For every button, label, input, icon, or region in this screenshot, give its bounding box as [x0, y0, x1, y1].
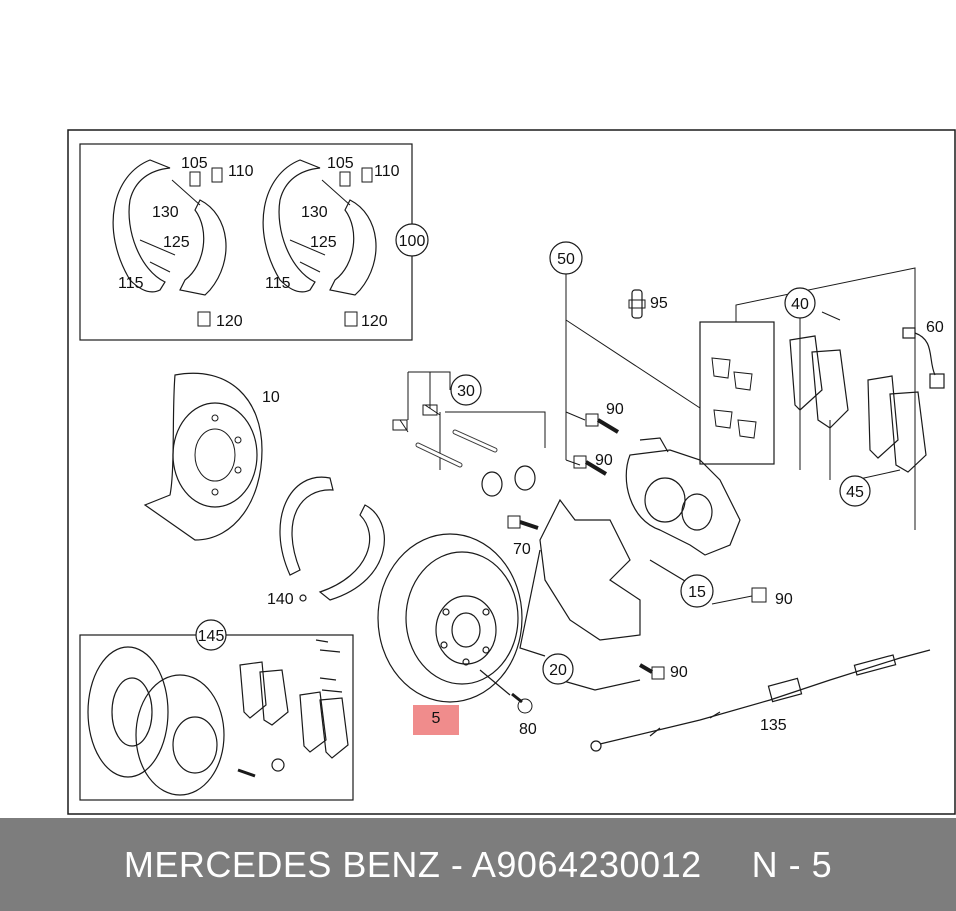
pad-wear-sensor	[902, 327, 945, 389]
callout-90-middle: 90	[595, 452, 613, 469]
callout-90-upper: 90	[606, 401, 624, 418]
callout-90-lower: 90	[670, 664, 688, 681]
callout-105-right: 105	[327, 155, 354, 172]
highlighted-part-label: 5	[432, 710, 441, 727]
parts-diagram: 105 110 130 125 115 120 105 110 130 125 …	[67, 129, 956, 815]
callout-50: 50	[557, 251, 575, 268]
callout-110-right: 110	[374, 163, 400, 180]
caliper-mounting-bolts	[573, 413, 620, 476]
highlighted-part-marker	[413, 705, 459, 735]
callout-20: 20	[549, 662, 567, 679]
callout-145: 145	[198, 628, 225, 645]
callout-95: 95	[650, 295, 668, 312]
parking-brake-cable	[590, 649, 931, 752]
callout-115-left: 115	[118, 275, 144, 292]
callout-130-left: 130	[152, 204, 179, 221]
callout-120-right: 120	[361, 313, 388, 330]
callout-120-left: 120	[216, 313, 243, 330]
bolt-70	[507, 515, 539, 530]
callout-110-left: 110	[228, 163, 254, 180]
brake-disc	[377, 533, 523, 703]
bleeder-screw	[628, 289, 646, 319]
callout-60: 60	[926, 319, 944, 336]
callout-105-left: 105	[181, 155, 208, 172]
callout-100: 100	[399, 233, 426, 250]
position-code: N - 5	[751, 843, 833, 885]
callout-115-right: 115	[265, 275, 291, 292]
caliper-bolt-set	[392, 371, 546, 497]
caliper-carrier	[519, 498, 641, 691]
callout-45: 45	[846, 484, 864, 501]
callout-140: 140	[267, 591, 294, 608]
callout-70: 70	[513, 541, 531, 558]
callout-40: 40	[791, 296, 809, 313]
callout-30: 30	[457, 383, 475, 400]
callout-10: 10	[262, 389, 280, 406]
part-footer-bar: MERCEDES BENZ - A9064230012 N - 5	[0, 818, 956, 911]
callout-125-right: 125	[310, 234, 337, 251]
disc-screw	[511, 692, 533, 714]
brake-backing-plate	[143, 372, 263, 541]
brake-pad-set	[699, 267, 927, 530]
bolt-90-lower	[638, 663, 665, 680]
parking-brake-shoes	[279, 476, 385, 602]
callout-130-right: 130	[301, 204, 328, 221]
part-title: MERCEDES BENZ - A9064230012	[123, 843, 702, 885]
disc-and-pad-kit	[79, 634, 354, 801]
callout-15: 15	[688, 584, 706, 601]
bolt-90-right	[711, 587, 767, 605]
diagram-frame	[67, 129, 956, 815]
callout-125-left: 125	[163, 234, 190, 251]
callout-135: 135	[760, 717, 787, 734]
callout-90-right: 90	[775, 591, 793, 608]
caliper-kit-leaders	[565, 272, 701, 466]
brake-caliper	[625, 437, 741, 591]
callout-80: 80	[519, 721, 537, 738]
